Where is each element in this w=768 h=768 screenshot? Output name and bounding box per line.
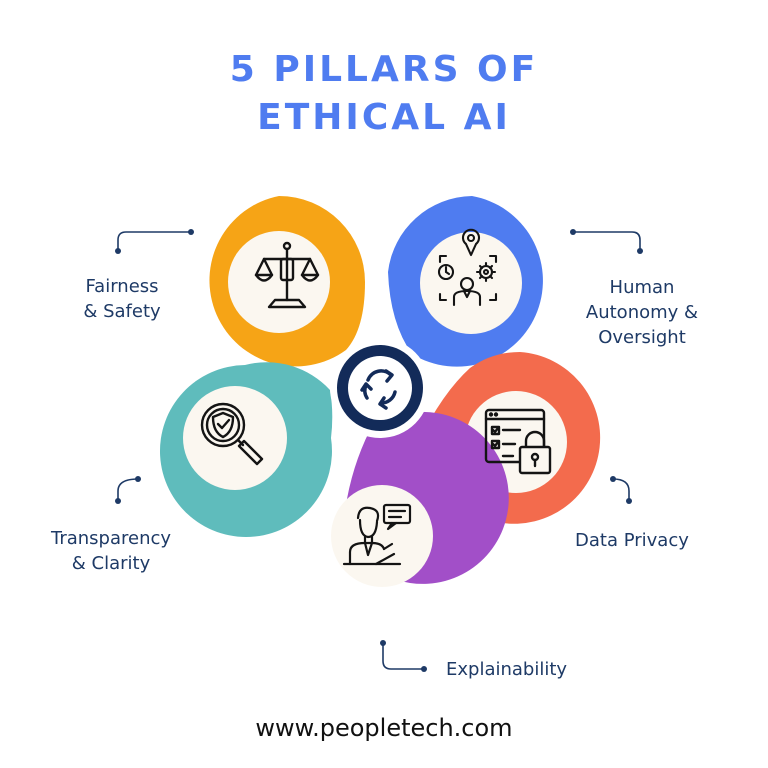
pillar-label-explainability-line-1: Explainability: [446, 659, 568, 680]
connector-explainability: [382, 643, 424, 670]
pillar-label-transparency-line-2: & Clarity: [71, 553, 151, 574]
presenter-chat-icon: [342, 503, 412, 566]
website-url: www.peopletech.com: [255, 714, 513, 742]
balance-scale-icon: [254, 241, 320, 309]
pillar-label-data-privacy: Data Privacy: [575, 528, 689, 553]
pillar-inner-explainability: [331, 485, 433, 587]
page-title-line-1: 5 PILLARS OF: [229, 49, 539, 90]
browser-lock-icon: [484, 408, 552, 475]
pillar-label-data-privacy-line-1: Data Privacy: [575, 530, 689, 551]
cycle-arrows-icon: [360, 369, 397, 410]
pillar-label-fairness: Fairness & Safety: [72, 274, 172, 324]
pillar-label-fairness-line-1: Fairness: [85, 276, 159, 297]
pillar-label-transparency-line-1: Transparency: [50, 528, 172, 549]
pillar-label-explainability: Explainability: [446, 657, 567, 682]
person-gears-icon: [437, 228, 498, 307]
pillar-label-human-autonomy-line-3: Oversight: [598, 327, 686, 348]
pillar-label-fairness-line-2: & Safety: [83, 301, 161, 322]
page-title-line-2: ETHICAL AI: [257, 97, 511, 138]
pillar-label-human-autonomy-line-1: Human: [609, 277, 675, 298]
connector-human-autonomy: [573, 231, 641, 251]
connector-fairness: [117, 231, 191, 251]
connector-data-privacy: [612, 478, 630, 501]
pillar-label-human-autonomy-line-2: Autonomy &: [585, 302, 699, 323]
pillar-inner-fairness: [228, 231, 330, 333]
pillar-label-human-autonomy: Human Autonomy & Oversight: [572, 275, 712, 350]
connector-lines: [117, 231, 641, 670]
shield-magnifier-icon: [200, 402, 264, 466]
pillar-inner-transparency: [183, 386, 287, 490]
connector-transparency: [117, 478, 139, 501]
pillar-inner-human-autonomy: [420, 232, 522, 334]
pillar-label-transparency: Transparency & Clarity: [40, 526, 182, 576]
connector-dots: [115, 229, 643, 672]
center-hub-ring: [348, 356, 412, 420]
